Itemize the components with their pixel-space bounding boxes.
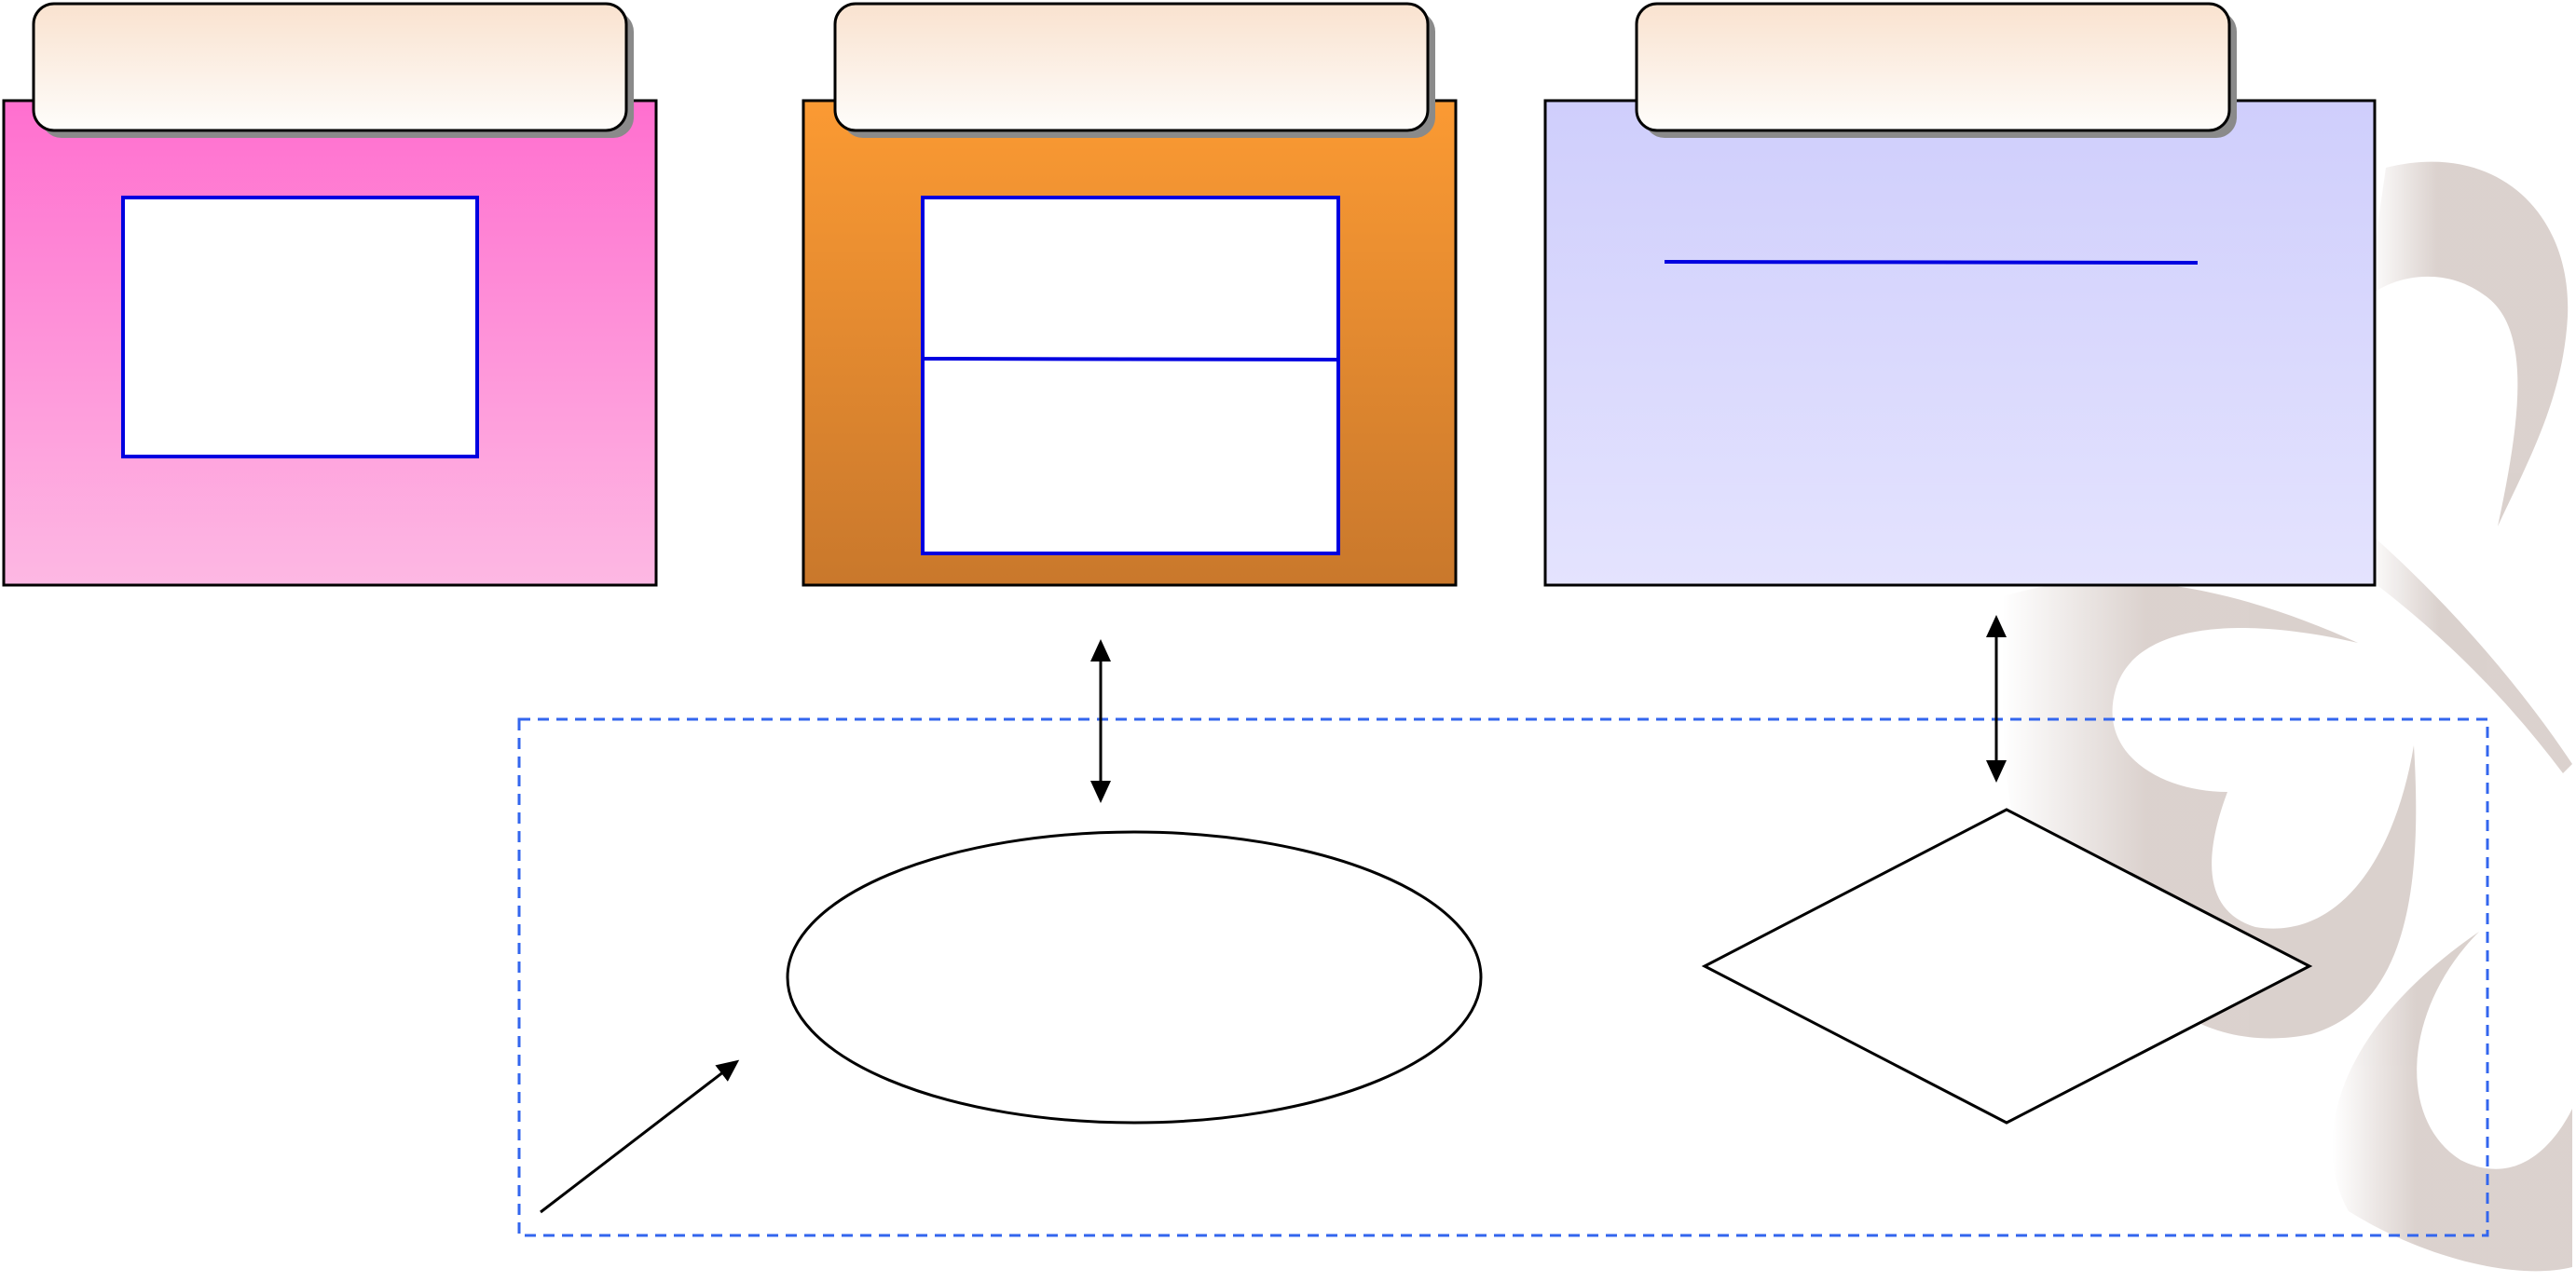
pink-inner-box: [121, 196, 479, 458]
panel-pink: [2, 99, 658, 587]
dashed-group-box: [517, 717, 2489, 1237]
panel-orange: [802, 99, 1458, 587]
panel-lavender: [1543, 99, 2377, 587]
panel-pink-tab: [32, 2, 634, 138]
orange-inner-divider: [922, 357, 1339, 361]
panel-orange-tab: [833, 2, 1435, 138]
decorative-swirl-icon: [2002, 161, 2572, 1272]
lavender-divider-line: [1664, 260, 2199, 265]
diagonal-arrow-icon: [540, 1059, 740, 1214]
orange-inner-box: [921, 196, 1340, 555]
ellipse-shape: [786, 830, 1483, 1125]
diamond-shape: [1701, 808, 2313, 1125]
panel-lavender-tab: [1635, 2, 2237, 138]
